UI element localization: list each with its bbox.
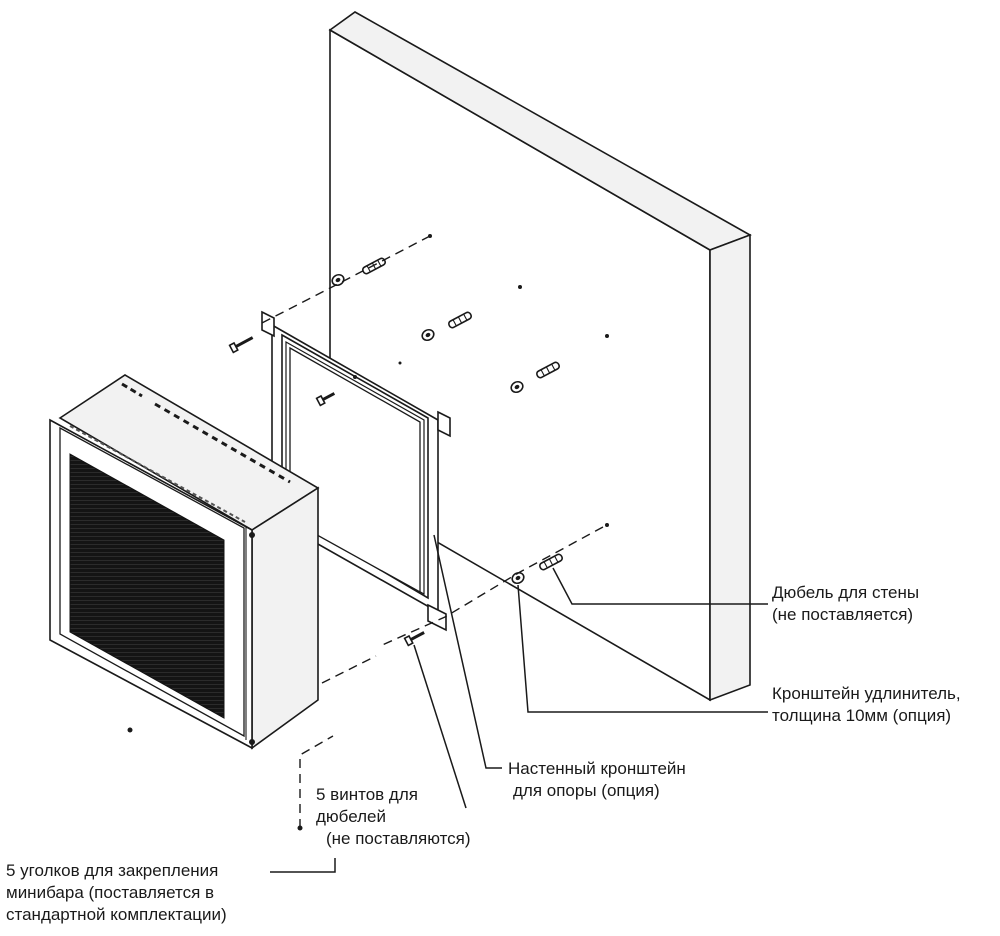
anchor-screws-label-line1: 5 винтов для: [316, 785, 418, 804]
minibar-unit: [49, 374, 320, 750]
anchor-screws-label-line3: (не поставляются): [326, 829, 471, 848]
corners-label-line1: 5 уголков для закрепления: [6, 861, 219, 880]
wall-holes: [398, 285, 609, 527]
corners-label-line2: минибара (поставляется в: [6, 883, 215, 902]
corners-label: 5 уголков для закрепления минибара (пост…: [6, 860, 227, 926]
wall-bracket-label: Настенный кронштейн для опоры (опция): [508, 758, 686, 802]
wall-anchor-label-line2: (не поставляется): [772, 605, 914, 624]
alignment-lines: [261, 235, 604, 828]
extension-bracket-label-line1: Кронштейн удлинитель,: [772, 684, 961, 703]
extension-bracket-label: Кронштейн удлинитель, толщина 10мм (опци…: [772, 683, 961, 727]
wall-anchor-label: Дюбель для стены (не поставляется): [772, 582, 919, 626]
corners-label-line3: стандартной комплектации): [6, 905, 227, 924]
wall-bracket-label-line2: для опоры (опция): [513, 781, 660, 800]
anchor-screws-label-line2: дюбелей: [316, 807, 386, 826]
anchor-screws-label: 5 винтов для дюбелей (не поставляются): [316, 784, 471, 850]
screws: [127, 234, 432, 831]
wall-bracket-label-line1: Настенный кронштейн: [508, 759, 686, 778]
wall: [328, 11, 752, 702]
wall-anchor-label-line1: Дюбель для стены: [772, 583, 920, 602]
leader-lines: [270, 534, 768, 873]
extension-bracket-label-line2: толщина 10мм (опция): [772, 706, 952, 725]
